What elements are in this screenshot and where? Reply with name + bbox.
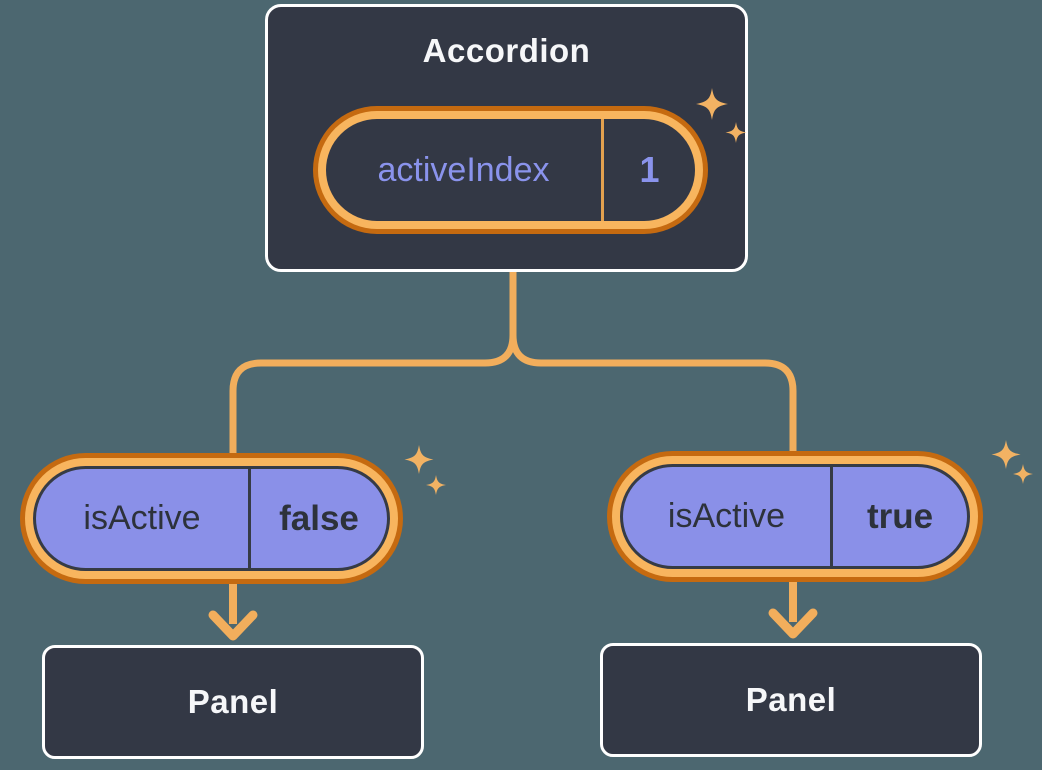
panel-label: Panel	[187, 683, 279, 720]
prop-value-label: true	[866, 496, 934, 536]
accordion-title: Accordion	[422, 32, 591, 69]
state-pill-ring: activeIndex 1	[318, 111, 703, 229]
prop-name-label: isActive	[83, 499, 201, 537]
state-pill: activeIndex 1	[313, 106, 708, 234]
sparkle-icon	[991, 440, 1033, 484]
prop-name-label: isActive	[667, 497, 786, 535]
prop-pill-left: isActive false	[20, 453, 403, 584]
accordion-node: Accordion activeIndex 1	[265, 4, 748, 272]
state-name-label: activeIndex	[377, 150, 550, 189]
sparkle-icon	[404, 445, 446, 495]
prop-pill-right-ring: isActive true	[612, 456, 978, 577]
panel-node-right: Panel	[600, 643, 982, 757]
prop-value-label: false	[279, 498, 359, 538]
pill-divider	[601, 119, 604, 221]
pill-divider	[248, 469, 251, 568]
pill-divider	[830, 467, 833, 566]
prop-pill-right: isActive true	[607, 451, 983, 582]
panel-label: Panel	[745, 681, 837, 718]
prop-pill-left-ring: isActive false	[25, 458, 398, 579]
state-value-label: 1	[639, 149, 660, 190]
panel-node-left: Panel	[42, 645, 424, 759]
